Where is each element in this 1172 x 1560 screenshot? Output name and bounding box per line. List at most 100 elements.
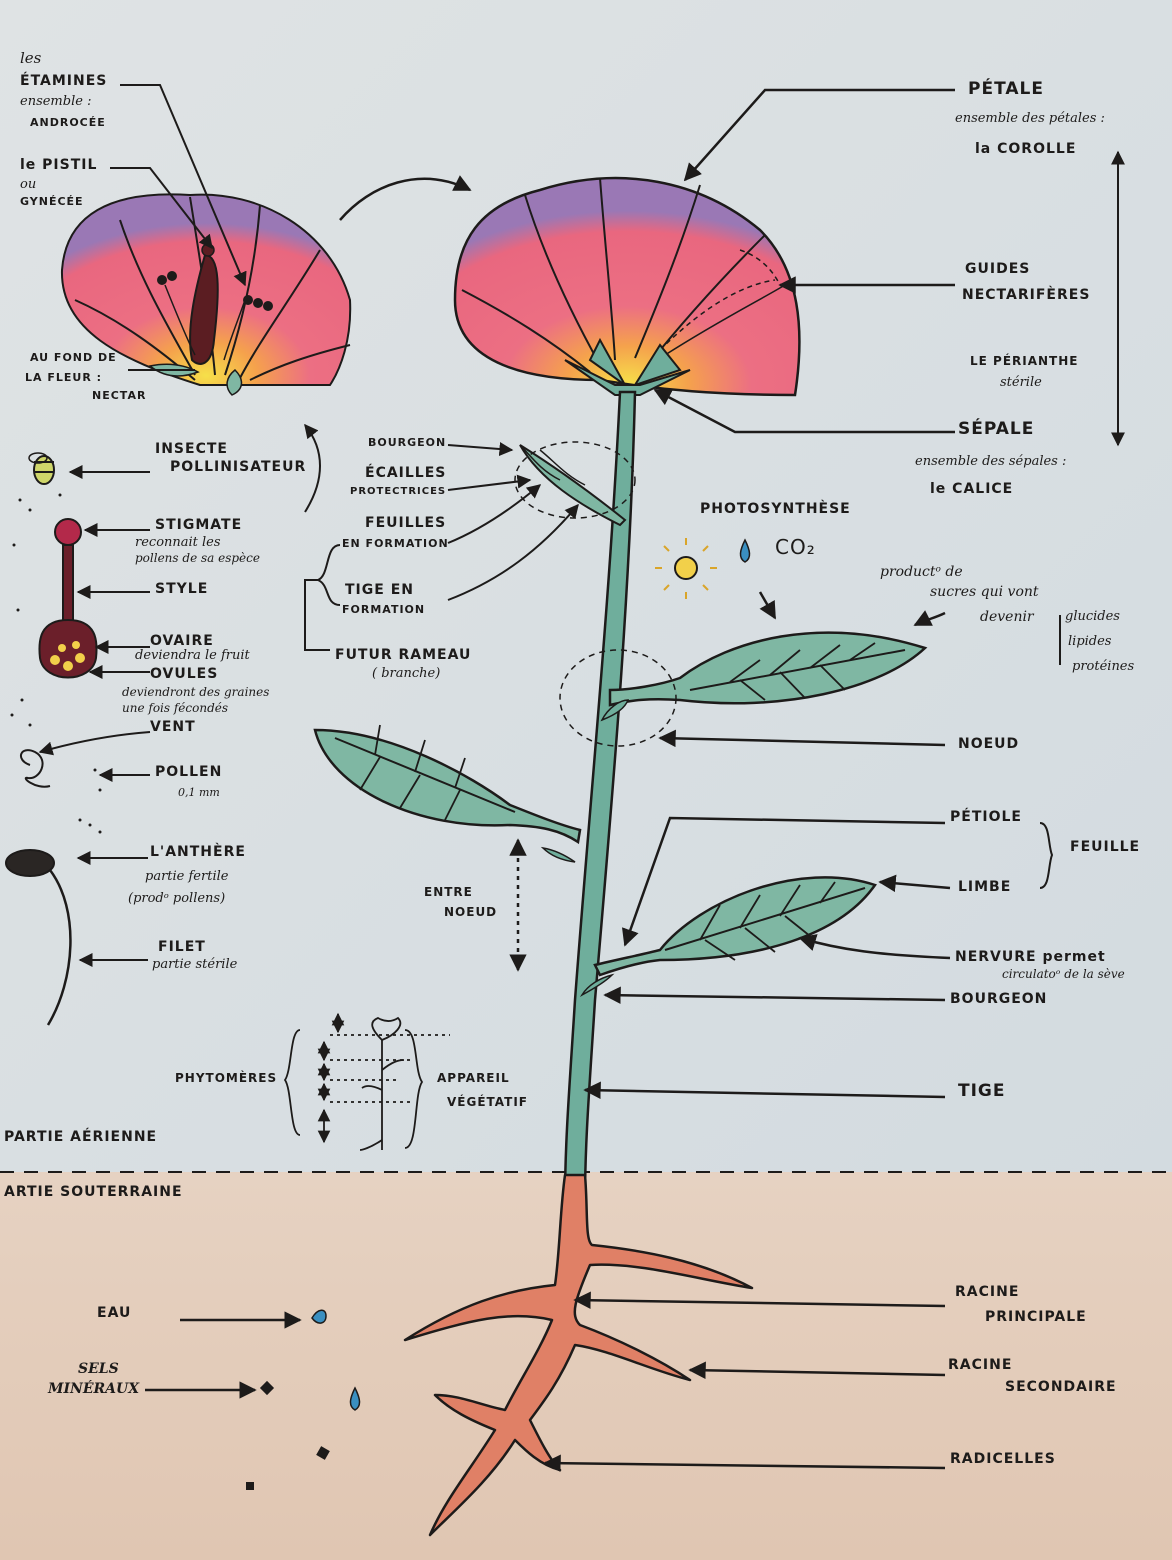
label-style: STYLE bbox=[155, 581, 209, 597]
label-vent: VENT bbox=[150, 719, 196, 735]
label-fond-de: AU FOND DE bbox=[30, 351, 117, 364]
label-perianthe: LE PÉRIANTHE bbox=[970, 354, 1079, 368]
label-pollen-sub: 0,1 mm bbox=[178, 786, 220, 799]
label-ovaire-sub: deviendra le fruit bbox=[135, 648, 250, 663]
label-bourgeon-top: BOURGEON bbox=[368, 436, 447, 449]
label-limbe: LIMBE bbox=[958, 879, 1012, 895]
label-androcee: ANDROCÉE bbox=[30, 116, 106, 129]
label-pollinisateur: POLLINISATEUR bbox=[170, 459, 307, 475]
mineral-icons bbox=[246, 1380, 330, 1490]
lower-right-leaf bbox=[579, 876, 877, 997]
sun-icon bbox=[655, 538, 717, 599]
label-tige-formation-2: FORMATION bbox=[342, 603, 426, 616]
label-nervure: NERVURE permet bbox=[955, 949, 1106, 965]
upper-right-leaf bbox=[559, 631, 928, 747]
label-product-1: productᵒ de bbox=[880, 564, 963, 580]
label-petale: PÉTALE bbox=[968, 79, 1044, 99]
small-flower-leaders bbox=[110, 84, 321, 513]
main-flower bbox=[453, 176, 801, 397]
label-sepale-sub-1: ensemble des sépales : bbox=[915, 454, 1067, 469]
roots bbox=[403, 1173, 754, 1537]
label-tige: TIGE bbox=[958, 1081, 1006, 1101]
label-stigmate-sub-1: reconnait les bbox=[135, 535, 221, 550]
label-proteines: protéines bbox=[1072, 659, 1135, 674]
label-racine-secondaire-2: SECONDAIRE bbox=[1005, 1379, 1117, 1395]
label-noeud-entre: NOEUD bbox=[444, 905, 498, 919]
label-gynecee: GYNÉCÉE bbox=[20, 195, 84, 208]
label-noeud: NOEUD bbox=[958, 736, 1020, 752]
pollen-dots bbox=[10, 493, 102, 834]
label-racine-principale-1: RACINE bbox=[955, 1284, 1020, 1300]
label-racine-secondaire-1: RACINE bbox=[948, 1357, 1013, 1373]
label-tige-formation-1: TIGE EN bbox=[345, 582, 414, 598]
label-pistil: le PISTIL bbox=[20, 157, 98, 173]
label-appareil: APPAREIL bbox=[437, 1071, 510, 1085]
label-etamines-ensemble: ensemble : bbox=[20, 94, 92, 109]
label-petiole: PÉTIOLE bbox=[950, 809, 1022, 825]
label-la-fleur: LA FLEUR : bbox=[25, 371, 103, 384]
label-nectariferes: NECTARIFÈRES bbox=[962, 287, 1091, 303]
label-ecailles: ÉCAILLES bbox=[365, 465, 447, 481]
label-feuilles-formation-1: FEUILLES bbox=[365, 515, 447, 531]
label-filet-sub: partie stérile bbox=[152, 957, 238, 972]
water-drop-icon bbox=[311, 1309, 327, 1324]
pistil-detail bbox=[38, 518, 98, 679]
label-insecte: INSECTE bbox=[155, 441, 228, 457]
label-stigmate-sub-2: pollens de sa espèce bbox=[135, 551, 260, 565]
label-sterile: stérile bbox=[1000, 375, 1042, 390]
flower-cross-section bbox=[60, 193, 352, 396]
label-lipides: lipides bbox=[1068, 634, 1112, 649]
label-phytomeres: PHYTOMÈRES bbox=[175, 1071, 278, 1085]
label-glucides: glucides bbox=[1065, 609, 1120, 624]
label-anthere-sub-2: (prodᵒ pollens) bbox=[128, 891, 226, 906]
label-anthere: L'ANTHÈRE bbox=[150, 844, 246, 860]
label-mineraux: MINÉRAUX bbox=[48, 1381, 140, 1397]
transition-arrow bbox=[339, 175, 472, 221]
label-photosynthese: PHOTOSYNTHÈSE bbox=[700, 501, 851, 517]
anther-detail bbox=[5, 849, 72, 1026]
insect-icon bbox=[28, 452, 55, 485]
label-radicelles: RADICELLES bbox=[950, 1451, 1056, 1467]
label-racine-principale-2: PRINCIPALE bbox=[985, 1309, 1087, 1325]
label-partie-souterraine: ARTIE SOUTERRAINE bbox=[4, 1184, 183, 1200]
water-drop-icon bbox=[739, 538, 751, 563]
label-stigmate: STIGMATE bbox=[155, 517, 243, 533]
label-etamines-les: les bbox=[20, 49, 42, 67]
label-sepale: SÉPALE bbox=[958, 419, 1035, 439]
label-co2: CO₂ bbox=[775, 535, 816, 559]
right-leaders bbox=[543, 88, 955, 1472]
label-feuilles-formation-2: EN FORMATION bbox=[342, 537, 449, 550]
soil-leaders bbox=[145, 1311, 302, 1399]
water-drop-icon bbox=[349, 1386, 361, 1411]
label-branche: ( branche) bbox=[372, 666, 441, 681]
label-sels: SELS bbox=[78, 1361, 119, 1377]
label-feuille: FEUILLE bbox=[1070, 839, 1141, 855]
label-product-2: sucres qui vont bbox=[930, 584, 1039, 600]
label-ovules-sub-1: deviendront des graines bbox=[122, 685, 270, 699]
label-ovaire: OVAIRE bbox=[150, 633, 214, 649]
label-eau: EAU bbox=[97, 1305, 132, 1321]
wind-icon bbox=[20, 749, 51, 788]
label-ovules: OVULES bbox=[150, 666, 219, 682]
label-futur-rameau: FUTUR RAMEAU bbox=[335, 647, 472, 663]
phytomere-mini-diagram bbox=[283, 1012, 450, 1151]
label-partie-aerienne: PARTIE AÉRIENNE bbox=[4, 1129, 158, 1145]
label-calice: le CALICE bbox=[930, 481, 1014, 497]
label-etamines: ÉTAMINES bbox=[20, 73, 108, 89]
label-filet: FILET bbox=[158, 939, 206, 955]
label-nectar: NECTAR bbox=[92, 389, 147, 402]
label-ovules-sub-2: une fois fécondés bbox=[122, 701, 229, 715]
label-entre: ENTRE bbox=[424, 885, 473, 899]
label-vegetatif: VÉGÉTATIF bbox=[447, 1095, 528, 1109]
label-anthere-sub-1: partie fertile bbox=[145, 869, 229, 884]
label-nervure-sub: circulatoᵒ de la sève bbox=[1002, 967, 1125, 981]
left-leaf bbox=[313, 724, 582, 863]
label-protectrices: PROTECTRICES bbox=[350, 486, 447, 497]
label-pollen: POLLEN bbox=[155, 764, 223, 780]
label-product-3: devenir bbox=[980, 609, 1034, 625]
label-pistil-ou: ou bbox=[20, 177, 37, 192]
center-leaders bbox=[447, 442, 579, 601]
label-petale-sub-1: ensemble des pétales : bbox=[955, 111, 1105, 126]
